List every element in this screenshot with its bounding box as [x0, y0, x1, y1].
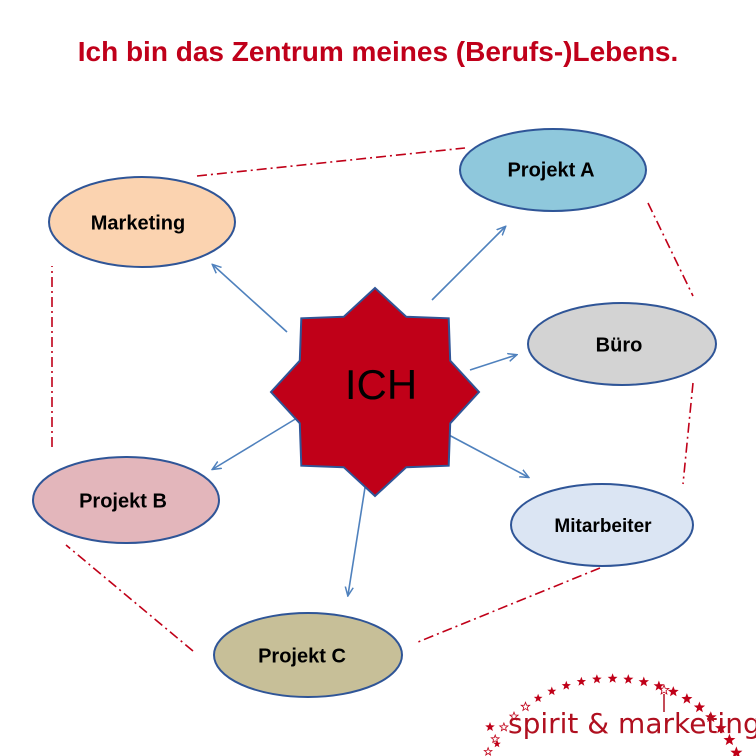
logo-star — [547, 686, 557, 696]
logo-star — [533, 693, 543, 702]
logo-star — [607, 673, 618, 683]
logo-star — [576, 676, 587, 686]
logo-star — [658, 683, 670, 695]
logo-star — [483, 746, 493, 756]
node-projekt-c: Projekt C — [213, 612, 403, 698]
diagram-title: Ich bin das Zentrum meines (Berufs-)Lebe… — [77, 36, 679, 67]
node-label-marketing: Marketing — [91, 212, 185, 234]
logo-star — [638, 676, 649, 687]
dashed-links — [51, 147, 694, 652]
logo-star — [667, 686, 679, 697]
node-mitarbeiter: Mitarbeiter — [510, 483, 694, 567]
arrow-to-marketing — [213, 265, 288, 333]
logo-star — [653, 680, 665, 691]
arrow-to-mitarbeiter — [446, 433, 528, 477]
logo-star — [592, 674, 602, 684]
node-projekt-a: Projekt A — [459, 128, 647, 212]
logo-star — [520, 701, 531, 712]
node-label-mitarbeiter: Mitarbeiter — [554, 516, 652, 537]
link-projekt-a-buero — [647, 202, 694, 297]
node-marketing: Marketing — [48, 176, 236, 268]
logo-text: spirit & marketing — [508, 707, 756, 740]
logo-star — [705, 711, 717, 723]
logo-star — [693, 701, 706, 713]
center-label: ICH — [345, 361, 417, 408]
link-projekt-c-projekt-b — [65, 544, 194, 652]
logo-star — [730, 746, 743, 756]
logo-star — [485, 722, 495, 731]
logo-star — [508, 710, 520, 721]
logo-star-arc — [483, 673, 743, 756]
logo-star — [723, 733, 736, 746]
spirit-marketing-logo: spirit & marketing — [483, 673, 756, 756]
link-marketing-projekt-a — [196, 147, 466, 177]
logo-star — [681, 693, 693, 704]
logo-star — [490, 733, 501, 744]
node-label-buero: Büro — [596, 334, 643, 356]
arrow-to-projekt-b — [213, 414, 303, 469]
logo-star — [623, 674, 634, 684]
logo-star — [561, 680, 571, 690]
logo-star — [493, 740, 501, 748]
node-label-projekt-c: Projekt C — [258, 645, 346, 667]
arrow-to-projekt-a — [431, 227, 505, 301]
node-label-projekt-b: Projekt B — [79, 490, 167, 512]
center-star: ICH — [269, 286, 481, 498]
logo-star — [498, 721, 509, 732]
link-buero-mitarbeiter — [682, 382, 694, 485]
arrow-to-buero — [469, 355, 516, 371]
logo-star — [715, 722, 727, 734]
node-label-projekt-a: Projekt A — [507, 159, 594, 181]
node-buero: Büro — [527, 302, 717, 386]
link-mitarbeiter-projekt-c — [417, 567, 601, 643]
node-projekt-b: Projekt B — [32, 456, 220, 544]
